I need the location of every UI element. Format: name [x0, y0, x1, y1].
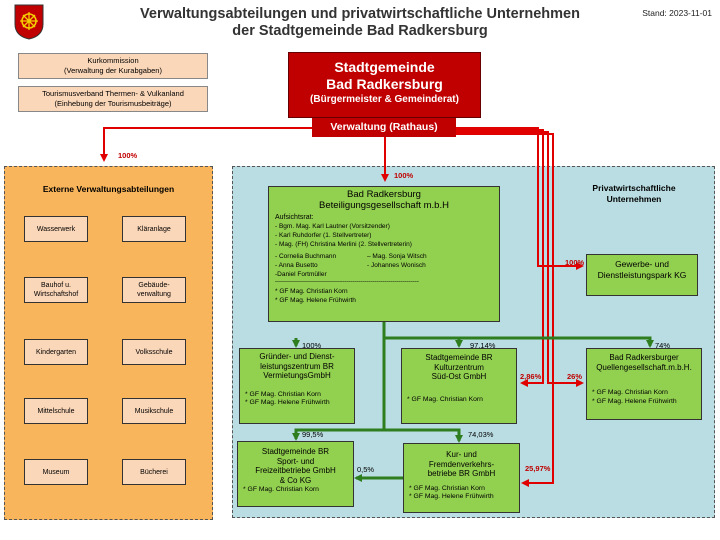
- quellen-gf-2: * GF Mag. Helene Frühwirth: [592, 397, 677, 405]
- sport-gf-1: * GF Mag. Christian Korn: [243, 486, 319, 493]
- coat-of-arms-icon: [14, 4, 44, 40]
- gruenderzentrum-box: Gründer- und Dienst- leistungszentrum BR…: [239, 348, 355, 424]
- gruender-percent: 100%: [302, 341, 322, 350]
- gewerbe-line2: Dienstleistungspark KG: [597, 270, 687, 280]
- main-line3: (Bürgermeister & Gemeinderat): [310, 94, 459, 105]
- kur-gf-1: * GF Mag. Christian Korn: [409, 484, 485, 492]
- bauhof-box: Bauhof u. Wirtschaftshof: [24, 277, 88, 303]
- sport-line3: Freizeitbetriebe GmbH: [255, 466, 336, 475]
- member-7: – Mag. Sonja Witsch: [367, 253, 427, 260]
- wasserwerk-box: Wasserwerk: [24, 216, 88, 242]
- beteiligung-gf-1: * GF Mag. Christian Korn: [275, 288, 348, 295]
- klaeranlage-box: Kläranlage: [122, 216, 186, 242]
- sport-line4: & Co KG: [279, 475, 312, 485]
- sport-line2: Sport- und: [276, 456, 315, 466]
- member-6: -Daniel Fortmüller: [275, 271, 327, 278]
- kur-gf-2: * GF Mag. Helene Frühwirth: [409, 493, 494, 500]
- external-title: Externe Verwaltungsabteilungen: [42, 184, 175, 194]
- aufsichtsrat-label: Aufsichtsrat:: [275, 214, 314, 221]
- tourismusverband-box: Tourismusverband Thermen- & Vulkanland (…: [18, 86, 208, 112]
- kur-red-percent: 25,97%: [525, 464, 551, 473]
- gewerbepark-box: Gewerbe- und Dienstleistungspark KG: [586, 254, 698, 296]
- kulturzentrum-box: Stadtgemeinde BR Kulturzentrum Süd-Ost G…: [401, 348, 517, 424]
- stadtgemeinde-box: Stadtgemeinde Bad Radkersburg (Bürgermei…: [288, 52, 481, 118]
- member-5: - Anna Busetto: [275, 262, 318, 269]
- beteiligungsgesellschaft-box: Bad Radkersburg Beteiligungsgesellschaft…: [268, 186, 500, 322]
- private-title: Privatwirtschaftliche Unternehmen: [574, 183, 694, 205]
- kultur-red-percent: 2,86%: [520, 372, 542, 381]
- sport-link-percent: 0,5%: [357, 465, 375, 474]
- quellen-percent: 74%: [655, 341, 671, 350]
- kultur-line3: Süd-Ost GmbH: [431, 372, 487, 381]
- beteiligung-title1: Bad Radkersburg: [347, 189, 421, 200]
- kultur-line2: Kulturzentrum: [434, 362, 484, 372]
- member-1: - Bgm. Mag. Karl Lautner (Vorsitzender): [275, 223, 390, 230]
- gruender-gf-1: * GF Mag. Christian Korn: [245, 390, 321, 398]
- gebaeudeverwaltung-box: Gebäude-verwaltung: [122, 277, 186, 303]
- gruender-line3: VermietungsGmbH: [263, 371, 331, 380]
- kur-line3: betriebe BR GmbH: [427, 469, 496, 478]
- tourismusverband-line1: Tourismusverband Thermen- & Vulkanland: [42, 89, 184, 98]
- title-line-1: Verwaltungsabteilungen und privatwirtsch…: [140, 6, 580, 22]
- musikschule-box: Musikschule: [122, 398, 186, 424]
- gruender-line2: leistungszentrum BR: [260, 361, 334, 371]
- title-line-2: der Stadtgemeinde Bad Radkersburg: [232, 23, 488, 39]
- kindergarten-box: Kindergarten: [24, 339, 88, 365]
- tourismusverband-line2: (Einhebung der Tourismusbeiträge): [54, 99, 172, 108]
- verwaltung-box: Verwaltung (Rathaus): [312, 118, 456, 137]
- gruender-gf-2: * GF Mag. Helene Frühwirth: [245, 399, 330, 406]
- sport-freizeit-box: Stadtgemeinde BR Sport- und Freizeitbetr…: [237, 441, 354, 507]
- page-title: Verwaltungsabteilungen und privatwirtsch…: [110, 6, 610, 40]
- private-percent: 100%: [394, 171, 414, 180]
- kultur-gf-1: * GF Mag. Christian Korn: [407, 395, 483, 403]
- member-4: - Cornelia Buchmann: [275, 253, 337, 260]
- member-2: - Karl Ruhdorfer (1. Stellvertreter): [275, 232, 372, 239]
- main-line1: Stadtgemeinde: [334, 59, 435, 75]
- quellen-gf-1: * GF Mag. Christian Korn: [592, 389, 668, 396]
- mittelschule-box: Mittelschule: [24, 398, 88, 424]
- volksschule-box: Volksschule: [122, 339, 186, 365]
- main-line2: Bad Radkersburg: [326, 76, 443, 92]
- buecherei-box: Bücherei: [122, 459, 186, 485]
- date-stamp: Stand: 2023-11-01: [642, 8, 712, 18]
- private-title-line2: Unternehmen: [606, 194, 662, 204]
- sport-line1: Stadtgemeinde BR: [261, 447, 330, 456]
- kurkommission-line2: (Verwaltung der Kurabgaben): [64, 66, 162, 75]
- museum-box: Museum: [24, 459, 88, 485]
- quellen-red-percent: 26%: [567, 372, 583, 381]
- kur-fremdenverkehr-box: Kur- und Fremdenverkehrs- betriebe BR Gm…: [403, 443, 520, 513]
- private-title-line1: Privatwirtschaftliche: [592, 183, 676, 193]
- separator-line: ----------------------------------------…: [275, 279, 419, 285]
- kur-line2: Fremdenverkehrs-: [428, 459, 495, 469]
- kurkommission-line1: Kurkommission: [87, 56, 139, 65]
- gewerbe-percent: 100%: [565, 258, 585, 267]
- member-8: - Johannes Wonisch: [367, 262, 426, 269]
- kultur-percent: 97,14%: [470, 341, 496, 350]
- member-3: - Mag. (FH) Christina Merlini (2. Stellv…: [275, 241, 412, 248]
- external-percent: 100%: [118, 151, 138, 160]
- kurkommission-box: Kurkommission (Verwaltung der Kurabgaben…: [18, 53, 208, 79]
- quellen-line1: Bad Radkersburger: [609, 353, 679, 362]
- kur-percent: 74,03%: [468, 430, 494, 439]
- quellengesellschaft-box: Bad Radkersburger Quellengesellschaft.m.…: [586, 348, 702, 420]
- beteiligung-gf-2: * GF Mag. Helene Frühwirth: [275, 297, 356, 304]
- kur-line1: Kur- und: [446, 450, 477, 459]
- gruender-line1: Gründer- und Dienst-: [259, 352, 335, 361]
- gewerbe-line1: Gewerbe- und: [615, 259, 669, 269]
- sport-percent: 99,5%: [302, 430, 324, 439]
- quellen-line2: Quellengesellschaft.m.b.H.: [596, 362, 692, 372]
- kultur-line1: Stadtgemeinde BR: [425, 353, 493, 362]
- beteiligung-title2: Beteiligungsgesellschaft m.b.H: [319, 200, 449, 211]
